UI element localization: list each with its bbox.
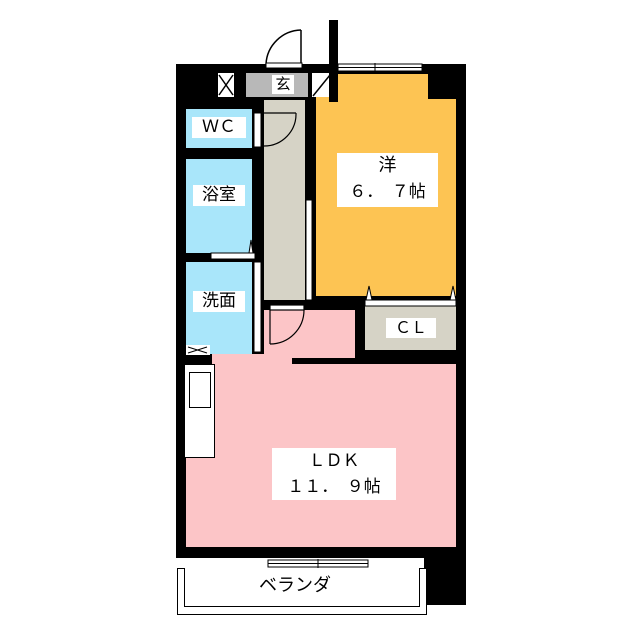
kitchen-sink [189, 372, 211, 408]
window-top-icon [337, 63, 423, 72]
balcony-inner [184, 568, 420, 607]
entrance-door-icon [265, 29, 302, 66]
label-closet: ＣＬ [386, 318, 436, 338]
wall-corner-bottom-right [424, 555, 466, 605]
label-wc: ＷＣ [192, 117, 246, 139]
ldk-room-size: １１． ９帖 [287, 477, 381, 497]
fridge-x-icon [187, 346, 208, 354]
hallway[interactable] [264, 100, 305, 300]
window-bottom-icon [267, 559, 369, 568]
western-pillar [428, 64, 466, 99]
ldk-door-icon [269, 304, 305, 345]
label-balcony: ベランダ [259, 575, 331, 596]
label-western: 洋 ６． ７帖 [337, 153, 438, 207]
ldk-upper-extension[interactable] [264, 310, 355, 358]
shoe-box-x-icon [218, 74, 331, 97]
ldk-room-name: ＬＤＫ [308, 451, 360, 471]
label-ldk: ＬＤＫ １１． ９帖 [272, 448, 396, 500]
western-room-name: 洋 [378, 155, 397, 176]
label-entrance: 玄 [272, 75, 294, 94]
ldk-entry-strip [212, 354, 292, 364]
label-washroom: 洗面 [193, 291, 245, 313]
western-room-size: ６． ７帖 [349, 182, 426, 202]
wc-door-icon [263, 112, 297, 147]
label-bath: 浴室 [193, 185, 245, 207]
